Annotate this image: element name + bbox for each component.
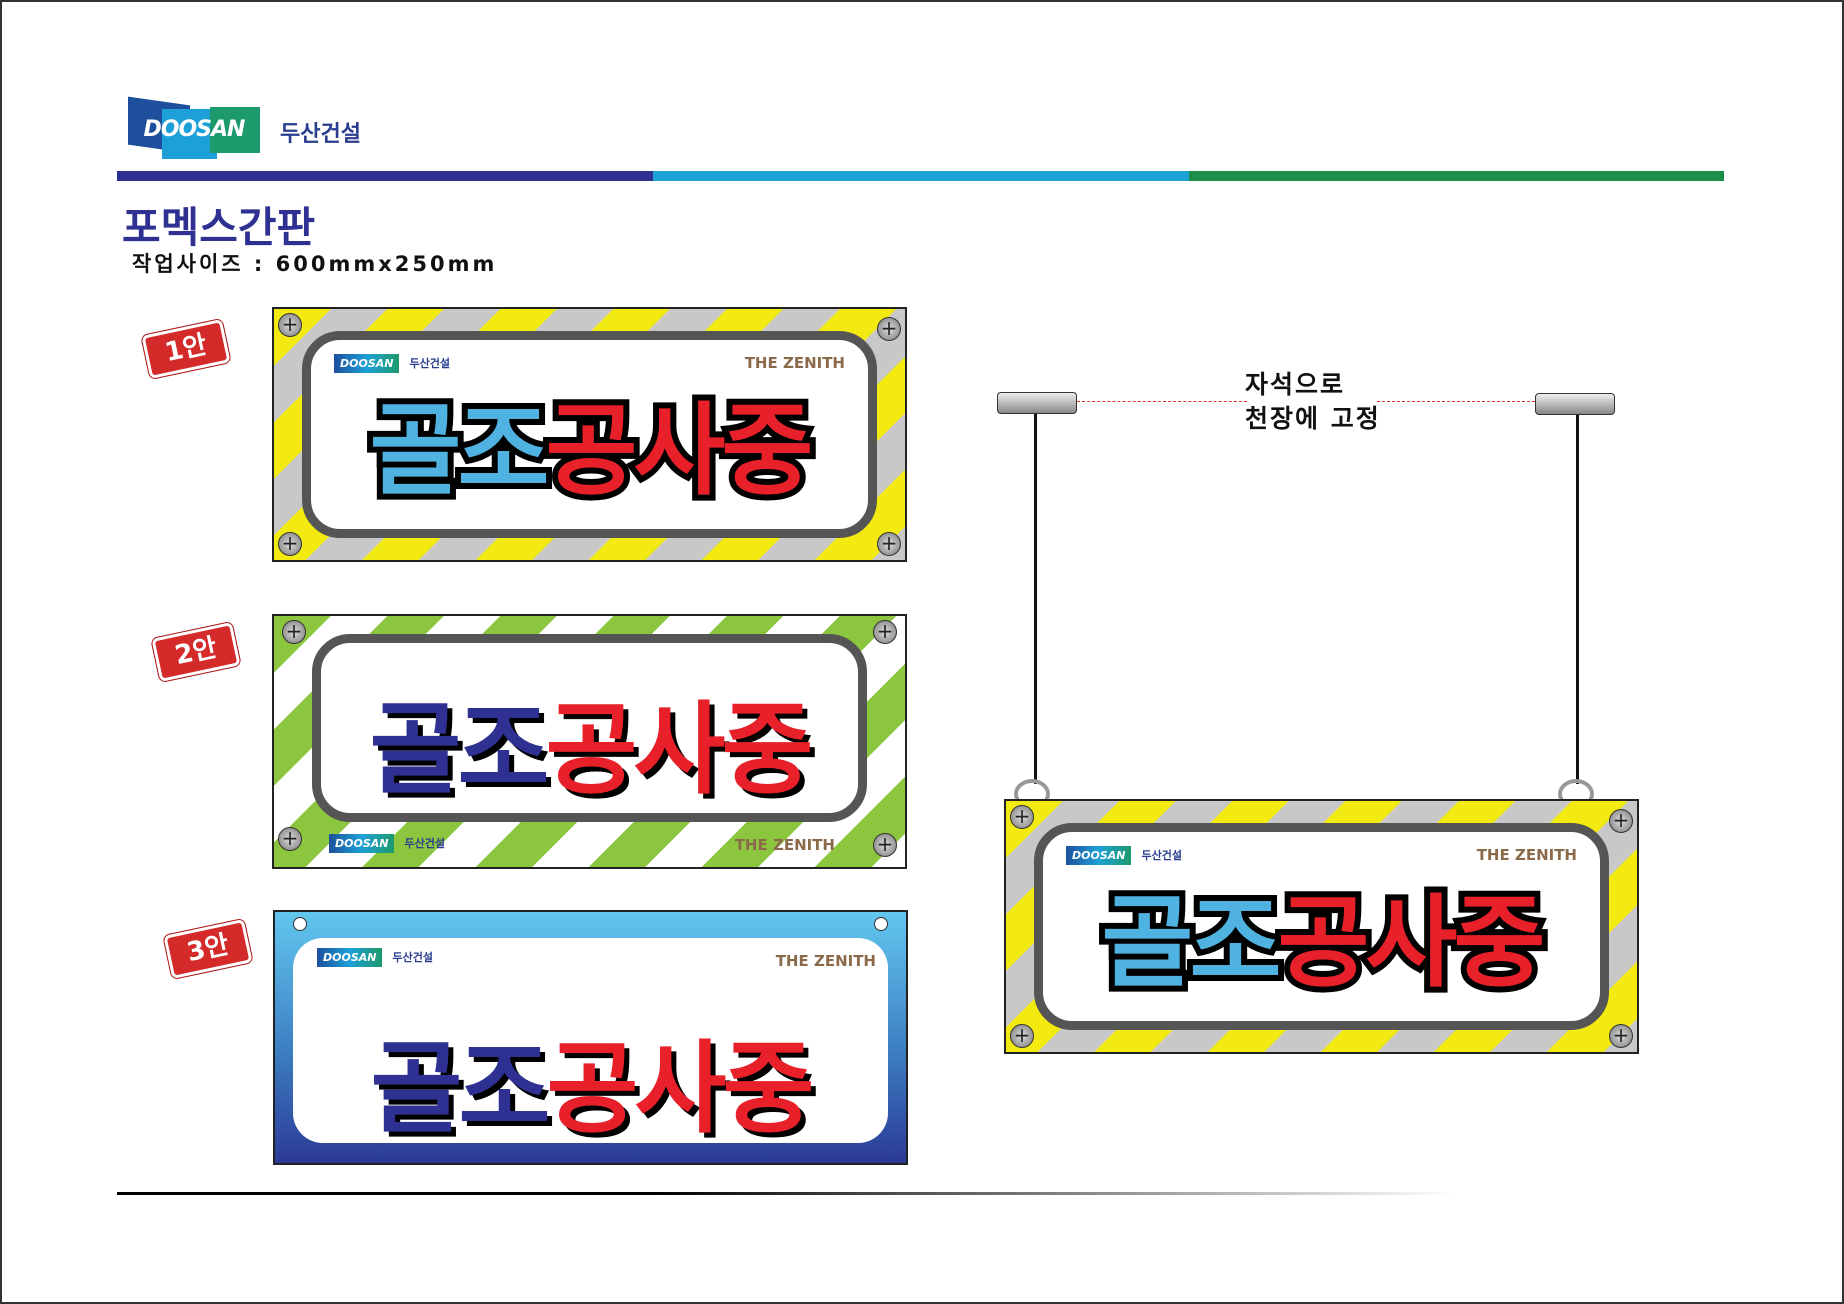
hanging-wire (1034, 414, 1037, 784)
screw-icon: + (1609, 809, 1633, 833)
divider-bar-green (1189, 171, 1724, 181)
sign-text: 골조공사중 (370, 1030, 815, 1147)
sign-text: 골조공사중 (1096, 878, 1552, 1007)
sign-text: 골조공사중 (369, 691, 814, 808)
screw-icon: + (873, 833, 897, 857)
option-badge-2: 2안 (151, 621, 241, 683)
screw-icon: + (1609, 1024, 1633, 1048)
zenith-logo: THE ZENITH (1476, 846, 1577, 864)
doosan-logo: DOOSAN (122, 96, 262, 159)
zenith-logo: THE ZENITH (775, 952, 876, 970)
screw-icon: + (1010, 805, 1034, 829)
screw-icon: + (278, 827, 302, 851)
size-spec: 작업사이즈 : 600mmx250mm (132, 252, 498, 276)
brand-name: 두산건설 (280, 122, 361, 147)
sign-text: 골조공사중 (364, 386, 820, 515)
magnet-icon (1535, 393, 1615, 415)
zenith-logo: THE ZENITH (744, 354, 845, 372)
option-badge-3: 3안 (163, 918, 253, 980)
magnet-icon (997, 392, 1077, 414)
hole-icon (874, 917, 888, 931)
hole-icon (293, 917, 307, 931)
screw-icon: + (877, 317, 901, 341)
screw-icon: + (278, 313, 302, 337)
screw-icon: + (877, 532, 901, 556)
dashed-line (1077, 401, 1247, 402)
hanging-wire (1576, 415, 1579, 784)
screw-icon: + (873, 620, 897, 644)
zenith-logo: THE ZENITH (734, 836, 835, 854)
screw-icon: + (1010, 1024, 1034, 1048)
divider-bar-navy (117, 171, 653, 181)
option-badge-1: 1안 (141, 318, 231, 380)
screw-icon: + (278, 532, 302, 556)
screw-icon: + (282, 620, 306, 644)
page-title: 포멕스간판 (122, 203, 316, 252)
divider-bar-cyan (653, 171, 1189, 181)
footer-line (117, 1192, 1457, 1195)
dashed-line (1377, 401, 1535, 402)
